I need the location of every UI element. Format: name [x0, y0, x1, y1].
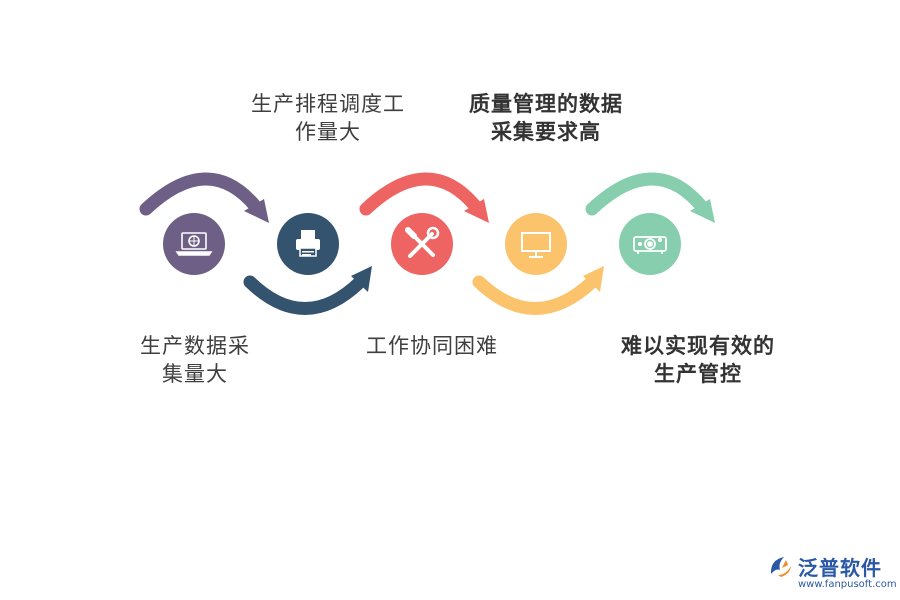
step-label-2-line-2: 作量大: [295, 120, 361, 144]
step-label-4: 质量管理的数据 采集要求高: [446, 90, 646, 146]
tools-icon: [405, 226, 440, 258]
flow-arrow-1: [139, 172, 269, 223]
brand-name: 泛普软件: [798, 556, 882, 580]
step-label-3: 工作协同困难: [342, 332, 522, 360]
flow-arrow-2: [243, 266, 372, 315]
monitor-icon: [521, 232, 551, 258]
projector-icon: [633, 236, 667, 254]
step-label-4-line-2: 采集要求高: [491, 119, 601, 144]
step-label-2-line-1: 生产排程调度工: [251, 92, 405, 116]
flow-arrow-3: [359, 172, 489, 223]
step-label-3-line-1: 工作协同困难: [366, 334, 498, 358]
step-label-5: 难以实现有效的 生产管控: [598, 332, 798, 388]
step-label-1-line-1: 生产数据采: [140, 334, 250, 358]
brand-logo: 泛普软件 www.fanpusoft.com: [768, 552, 897, 596]
brand-url: www.fanpusoft.com: [798, 579, 897, 590]
step-label-1: 生产数据采 集量大: [120, 332, 270, 388]
printer-icon: [296, 230, 320, 257]
step-label-1-line-2: 集量大: [162, 362, 228, 386]
step-label-2: 生产排程调度工 作量大: [228, 90, 428, 146]
flow-arrow-4: [472, 266, 604, 315]
step-label-5-line-2: 生产管控: [654, 361, 742, 386]
brand-mark-icon: [770, 557, 791, 577]
step-circle-4: [505, 213, 567, 275]
laptop-icon: [175, 232, 213, 256]
step-label-4-line-1: 质量管理的数据: [469, 91, 623, 116]
step-label-5-line-1: 难以实现有效的: [621, 333, 775, 358]
flow-arrow-5: [585, 172, 715, 223]
